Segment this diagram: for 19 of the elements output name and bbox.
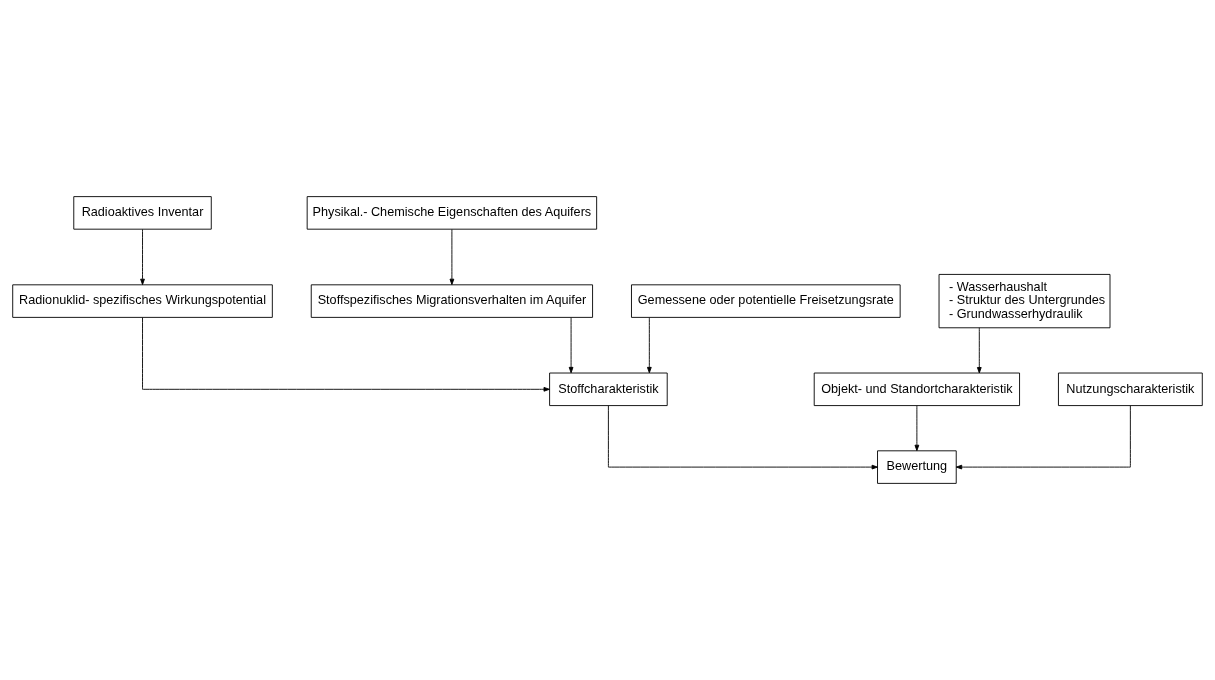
node-box: Radioaktives Inventar xyxy=(73,196,212,230)
arrow xyxy=(140,229,145,286)
node-box: Gemessene oder potentielle Freisetzungsrate xyxy=(631,284,901,318)
arrow xyxy=(142,317,550,392)
node-box: Stoffspezifisches Migrationsverhalten im Aquifer xyxy=(310,284,594,318)
node-box: Bewertung xyxy=(877,450,957,484)
arrow xyxy=(607,405,878,470)
arrow xyxy=(914,405,920,452)
arrow xyxy=(955,405,1131,470)
arrow xyxy=(568,317,574,374)
node-box: - Wasserhaushalt - Struktur des Untergrundes - Grundwasserhydraulik xyxy=(938,273,1111,329)
node-box: Nutzungscharakteristik xyxy=(1058,372,1203,407)
node-box: Objekt- und Standortcharakteristik xyxy=(813,372,1020,407)
arrow xyxy=(976,327,982,374)
arrow xyxy=(647,317,652,374)
node-box: Physikal.- Chemische Eigenschaften des Aquifers xyxy=(306,196,598,230)
node-box: Stoffcharakteristik xyxy=(549,372,668,407)
arrow xyxy=(449,229,455,286)
node-box: Radionuklid- spezifisches Wirkungspotential xyxy=(12,284,273,318)
